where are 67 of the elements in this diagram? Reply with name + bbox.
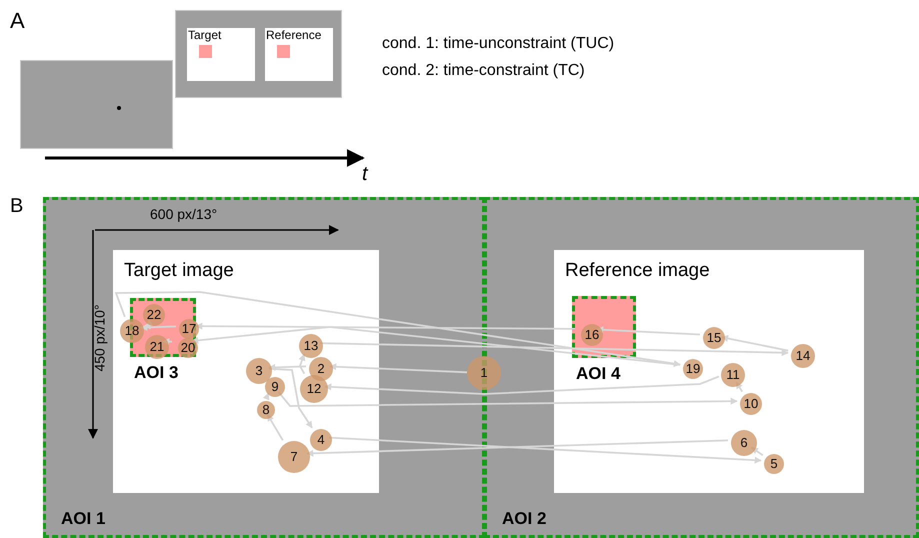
fixation-number: 15 — [706, 330, 722, 346]
fixation-number: 14 — [796, 348, 810, 364]
fixation-circle — [764, 454, 784, 474]
image-area — [554, 250, 864, 493]
fixation-number: 5 — [770, 456, 778, 472]
fixation-circle — [143, 304, 165, 326]
dimension-label: 450 px/10° — [92, 304, 108, 372]
fixation-number: 21 — [150, 340, 164, 354]
fixation-circle — [721, 363, 745, 387]
image-thumbnail — [265, 28, 333, 81]
fixation-number: 6 — [740, 436, 748, 450]
condition-text: cond. 2: time-constraint (TC) — [382, 62, 585, 80]
fixation-circle — [257, 401, 275, 419]
fixation-number: 3 — [255, 364, 263, 378]
panel-letter: A — [10, 8, 25, 34]
scanpath-arrow — [298, 354, 306, 374]
aoi-label: AOI 4 — [576, 365, 620, 384]
screen-panel — [20, 60, 173, 149]
image-area — [113, 250, 379, 493]
fixation-number: 11 — [726, 368, 740, 382]
time-axis-label: t — [362, 163, 368, 186]
fixation-number: 17 — [182, 322, 196, 336]
fixation-number: 22 — [146, 308, 162, 322]
fixation-circle — [310, 429, 332, 451]
fixation-number: 18 — [124, 324, 140, 338]
fixation-number: 16 — [584, 328, 600, 342]
fixation-circle — [731, 430, 757, 456]
scanpath-arrow — [262, 392, 270, 400]
aoi-label: AOI 1 — [61, 510, 106, 529]
fixation-number: 4 — [317, 432, 325, 448]
fixation-circle — [581, 324, 603, 346]
fixation-circle — [791, 344, 815, 368]
fixation-circle — [740, 393, 762, 415]
condition-text: cond. 1: time-unconstraint (TUC) — [382, 35, 614, 53]
aoi-label: AOI 3 — [134, 364, 178, 383]
screen-panel — [175, 10, 342, 98]
fixation-circle — [278, 441, 310, 473]
dimension-label: 600 px/13° — [150, 206, 218, 222]
aoi-label: AOI 2 — [502, 510, 546, 529]
scanpath-arrow — [736, 382, 743, 392]
aoi-region — [43, 197, 485, 538]
fixation-number: 19 — [686, 362, 700, 376]
fixation-circle — [145, 335, 169, 359]
image-caption: Target — [188, 29, 222, 42]
image-thumbnail — [187, 28, 255, 81]
scanpath-arrow — [751, 446, 764, 456]
fixation-number: 8 — [262, 402, 270, 418]
fixation-number: 9 — [271, 380, 279, 394]
fixation-number: 1 — [480, 366, 488, 380]
image-caption: Reference — [266, 29, 322, 42]
fixation-circle — [703, 327, 725, 349]
fixation-number: 12 — [306, 382, 322, 396]
image-title: Reference image — [565, 261, 710, 282]
scanpath-arrow — [191, 326, 680, 366]
fixation-circle — [265, 377, 285, 397]
scanpath-arrow — [114, 291, 681, 368]
image-title: Target image — [124, 261, 234, 282]
fixation-number: 10 — [744, 396, 758, 412]
fixation-circle — [299, 334, 323, 358]
fixation-number: 2 — [317, 362, 325, 376]
fixation-circle — [300, 375, 328, 403]
fixation-number: 20 — [180, 340, 196, 356]
panel-letter: B — [10, 195, 24, 218]
fixation-circle — [246, 358, 272, 384]
fixation-circle — [120, 319, 144, 343]
fixation-number: 13 — [304, 338, 318, 354]
fixation-number: 7 — [290, 450, 298, 464]
